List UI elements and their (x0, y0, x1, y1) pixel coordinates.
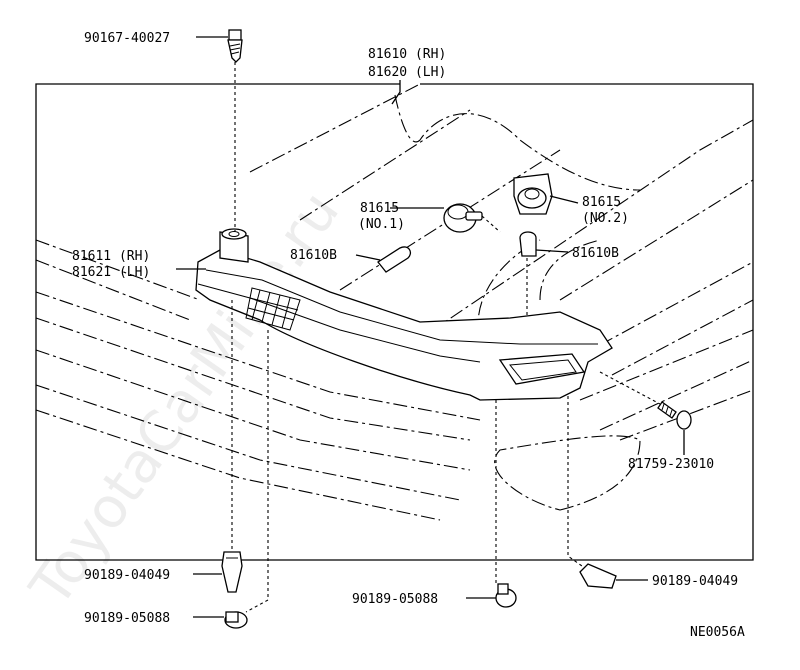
label-socket-no1-sub: (NO.1) (358, 217, 405, 232)
label-lens-assy-rh: 81610 (RH) (368, 47, 446, 62)
assembly-lines (231, 62, 661, 613)
socket-no1-icon (443, 203, 483, 233)
bumper-contours (35, 83, 754, 521)
right-screw-icon (657, 401, 692, 430)
watermark: ToyotaCarMine.ru (18, 180, 352, 619)
bulb-right-icon (519, 231, 537, 257)
leader-lines (176, 36, 685, 618)
label-socket-no1: 81615 (360, 201, 399, 216)
clip-right-icon (579, 563, 617, 589)
label-socket-no2: 81615 (582, 195, 621, 210)
lamp-housing (195, 228, 613, 401)
label-nut-left: 90189-05088 (84, 611, 170, 626)
label-lens-assy-lh: 81620 (LH) (368, 65, 446, 80)
top-screw-icon (227, 29, 243, 63)
mounting-post (219, 228, 249, 263)
label-clip-right: 90189-04049 (652, 574, 738, 589)
label-clip-left: 90189-04049 (84, 568, 170, 583)
label-housing-rh: 81611 (RH) (72, 249, 150, 264)
diagram-id: NE0056A (690, 625, 745, 640)
svg-text:ToyotaCarMine.ru: ToyotaCarMine.ru (18, 180, 352, 619)
bulb-left-icon (377, 246, 412, 273)
label-housing-lh: 81621 (LH) (72, 265, 150, 280)
label-bulb-left: 81610B (290, 248, 337, 263)
frame-border (35, 83, 754, 561)
label-socket-no2-sub: (NO.2) (582, 211, 629, 226)
label-bulb-right: 81610B (572, 246, 619, 261)
socket-no2-icon (513, 173, 553, 215)
label-nut-center: 90189-05088 (352, 592, 438, 607)
side-marker-window (498, 353, 586, 385)
nut-left-icon (224, 611, 248, 629)
clip-left-icon (221, 551, 243, 593)
nut-center-icon (495, 583, 517, 608)
reflector-grille (245, 287, 301, 331)
label-right-screw: 81759-23010 (628, 457, 714, 472)
label-top-screw: 90167-40027 (84, 31, 170, 46)
